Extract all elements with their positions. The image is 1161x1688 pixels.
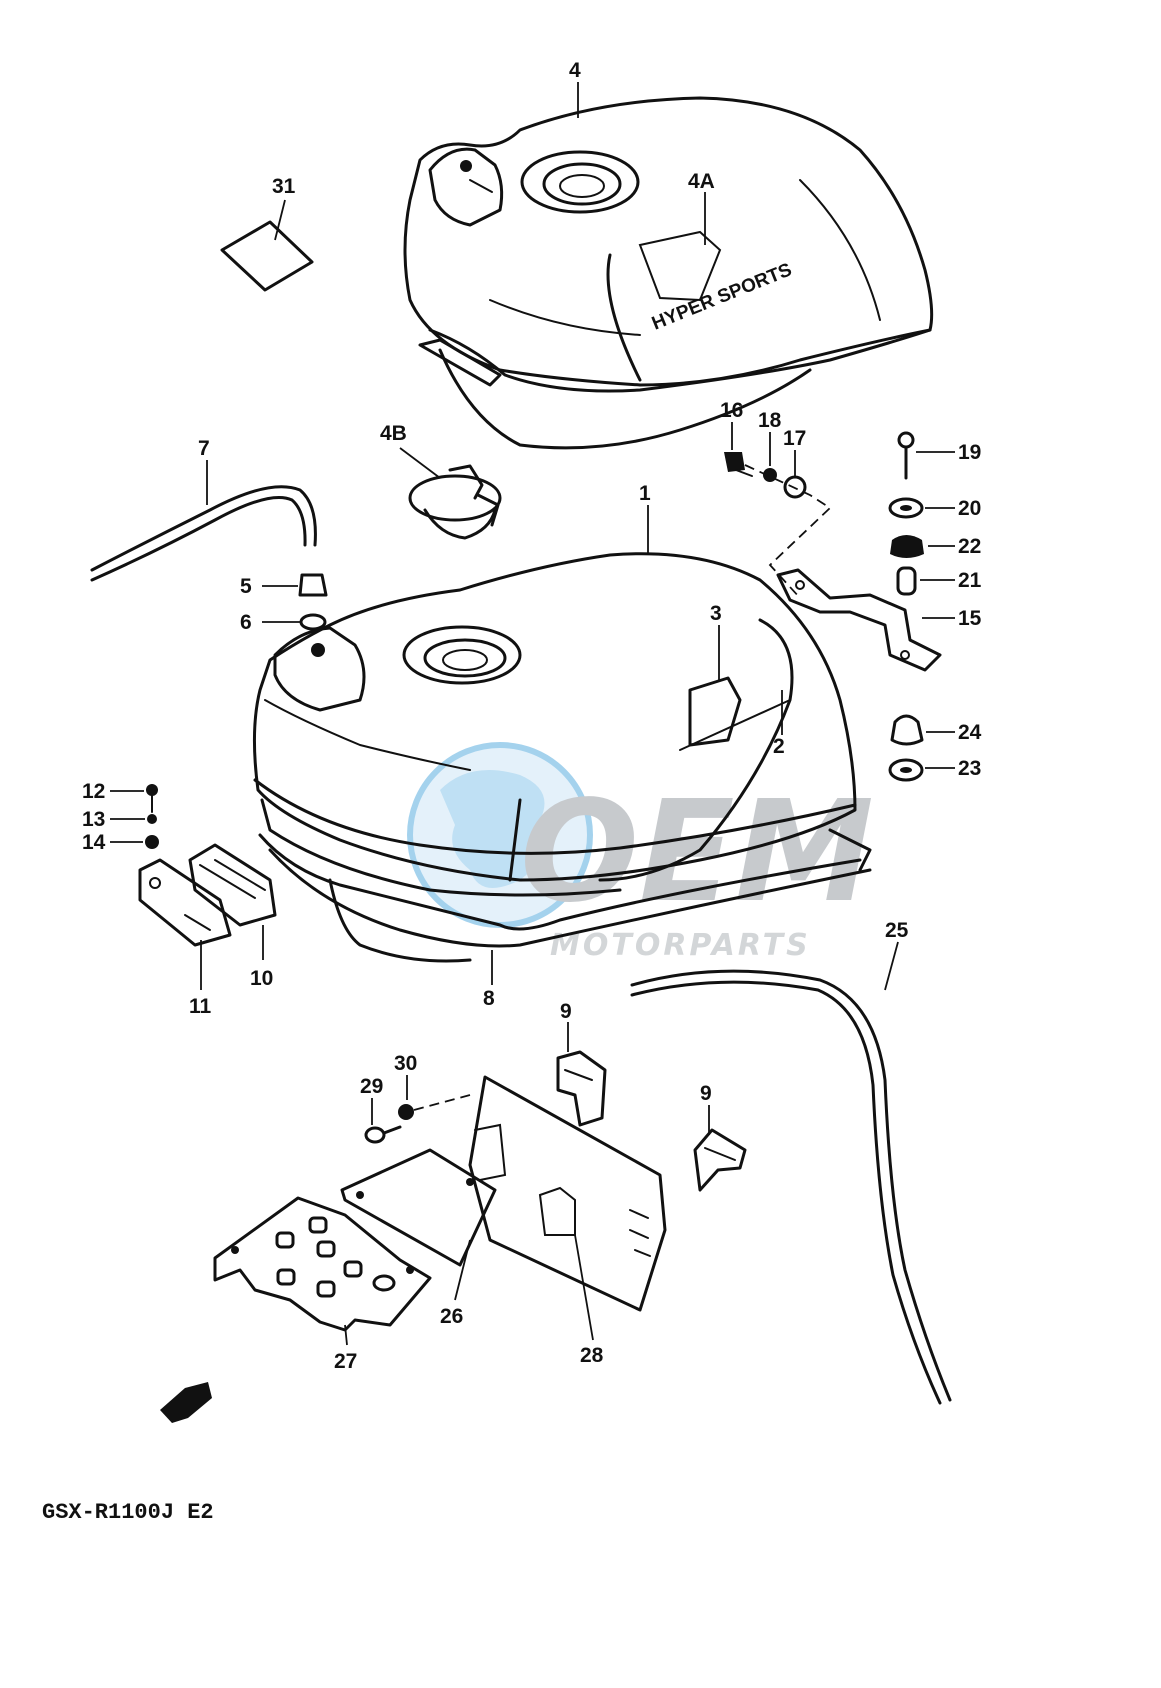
part-11-mount-bracket: 11: [138, 858, 232, 1018]
callout-30: 30: [394, 1052, 417, 1075]
callout-23: 23: [958, 757, 981, 780]
callout-4: 4: [569, 59, 581, 82]
part-5-fitting: 5: [240, 573, 328, 598]
part-19-bolt: 19: [897, 431, 981, 480]
callout-4b: 4B: [380, 422, 407, 445]
callout-8: 8: [483, 987, 495, 1010]
tank-cover-lettering: HYPER SPORTS: [649, 259, 795, 334]
part-9-clip-a: 9: [556, 1000, 607, 1127]
callout-28: 28: [580, 1344, 604, 1367]
part-10-rubber-pad: 10: [188, 843, 277, 990]
part-3-emblem: 3: [710, 602, 722, 680]
callout-21: 21: [958, 569, 982, 592]
part-30-nut: 30: [394, 1052, 471, 1120]
callout-13: 13: [82, 808, 105, 831]
callout-11: 11: [189, 995, 212, 1018]
part-20-washer: 20: [888, 497, 981, 520]
callout-1: 1: [639, 482, 651, 505]
callout-27: 27: [334, 1350, 357, 1373]
part-21-collar: 21: [896, 566, 982, 596]
diagram-caption: GSX-R1100J E2: [42, 1500, 214, 1525]
callout-6: 6: [240, 611, 252, 634]
part-27-protector-mat: 27: [213, 1196, 432, 1373]
callout-4a: 4A: [688, 170, 715, 193]
callout-26: 26: [440, 1305, 463, 1328]
watermark-tagline: MOTORPARTS: [550, 928, 811, 963]
part-14-nut: 14: [82, 831, 159, 854]
callout-3: 3: [710, 602, 722, 625]
part-23-cushion: 23: [888, 757, 981, 782]
part-28-heat-shield: 28: [468, 1075, 667, 1367]
callout-9-upper: 9: [560, 1000, 572, 1023]
part-18-washer: 18: [758, 409, 782, 482]
callout-9-lower: 9: [700, 1082, 712, 1105]
part-31-sticker: 31: [220, 175, 314, 292]
callout-31: 31: [272, 175, 296, 198]
callout-5: 5: [240, 575, 252, 598]
part-7-breather-hose: 7: [90, 437, 317, 582]
part-16-bolt: 16: [720, 399, 753, 477]
callout-2: 2: [773, 735, 785, 758]
part-6-washer: 6: [240, 611, 327, 634]
part-12-bolt: 12: [82, 780, 158, 813]
callout-22: 22: [958, 535, 981, 558]
watermark: OEM MOTORPARTS: [407, 742, 874, 963]
callout-29: 29: [360, 1075, 383, 1098]
part-4b-fuel-cap: 4B: [380, 422, 502, 540]
part-1-fuel-tank: 1: [252, 482, 857, 897]
part-13-washer: 13: [82, 808, 157, 831]
callout-17: 17: [783, 427, 806, 450]
front-direction-arrow-icon: [160, 1382, 212, 1423]
part-4-tank-cover: HYPER SPORTS 4 4A: [403, 59, 934, 450]
callout-7: 7: [198, 437, 210, 460]
part-8-seal-strip: 8: [258, 828, 872, 1010]
part-15-bracket: 15: [776, 568, 982, 672]
callout-12: 12: [82, 780, 105, 803]
part-9-clip-b: 9: [693, 1082, 747, 1192]
part-25-drain-hose: 25: [630, 919, 952, 1405]
callout-19: 19: [958, 441, 981, 464]
callout-25: 25: [885, 919, 909, 942]
callout-10: 10: [250, 967, 273, 990]
callout-20: 20: [958, 497, 981, 520]
callout-14: 14: [82, 831, 106, 854]
part-2-trim: 2: [773, 690, 785, 758]
callout-15: 15: [958, 607, 982, 630]
callout-24: 24: [958, 721, 982, 744]
part-24-cushion: 24: [890, 714, 982, 746]
part-17-collar: 17: [783, 427, 807, 499]
callout-16: 16: [720, 399, 743, 422]
part-29-screw: 29: [360, 1075, 402, 1144]
part-26-heat-insulator: 26: [340, 1148, 497, 1328]
part-22-grommet: 22: [890, 535, 981, 558]
callout-18: 18: [758, 409, 782, 432]
